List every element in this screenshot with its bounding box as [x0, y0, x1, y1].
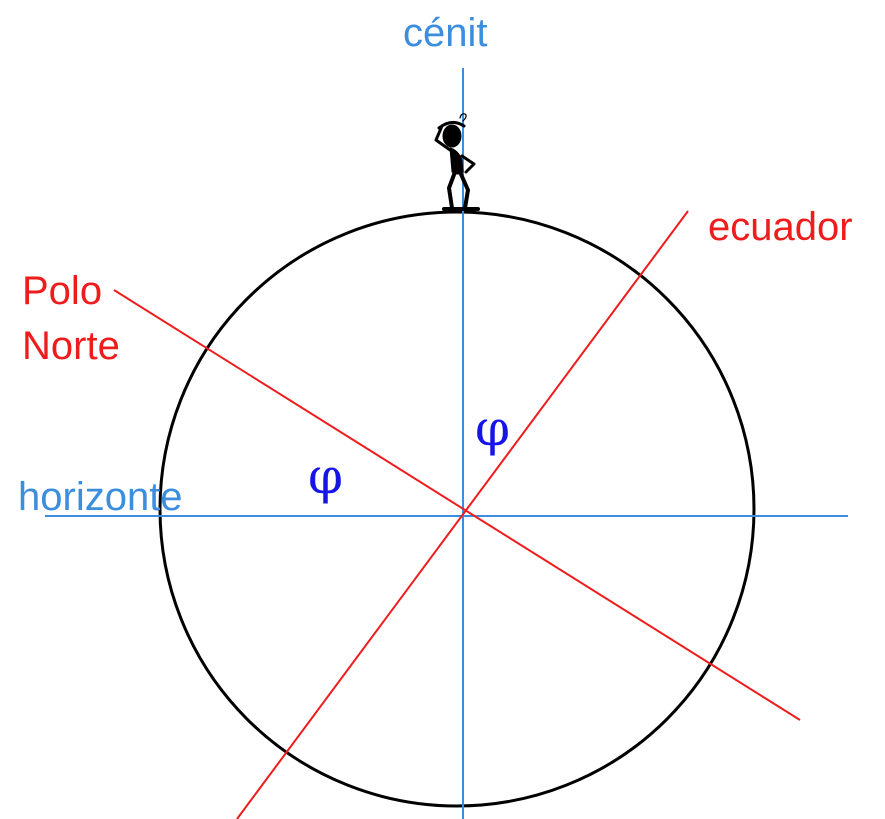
stick-figure-icon	[434, 113, 480, 211]
horizon-label: horizonte	[18, 475, 183, 519]
latitude-angle-right: φ	[475, 399, 510, 457]
north-pole-label-line1: Polo	[22, 269, 102, 313]
latitude-angle-left: φ	[308, 447, 343, 505]
pole-axis-line	[113, 289, 801, 721]
zenith-label: cénit	[403, 11, 488, 55]
equator-line	[236, 210, 689, 819]
equator-label: ecuador	[708, 205, 853, 249]
celestial-sphere-circle	[158, 210, 756, 808]
north-pole-label-line2: Norte	[22, 324, 120, 368]
